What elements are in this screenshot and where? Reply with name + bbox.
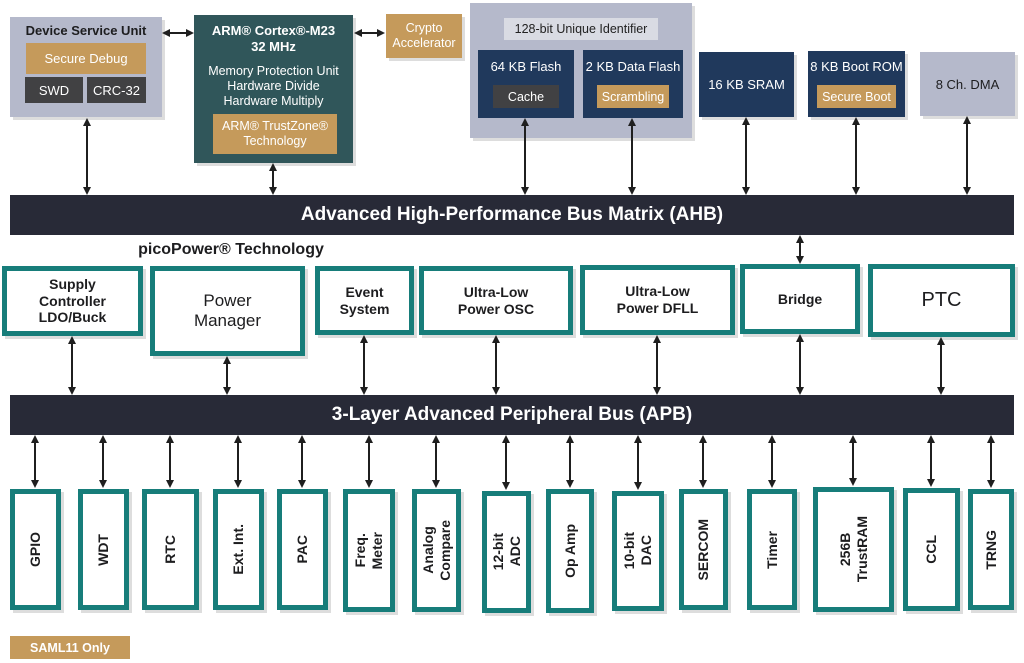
arrow-apb-freq-meter xyxy=(365,435,373,488)
arrow-apb-trng xyxy=(987,435,995,488)
cpu-clock: 32 MHz xyxy=(251,39,296,54)
peripheral-label: PAC xyxy=(294,535,311,564)
peripheral-ccl: CCL xyxy=(903,488,960,611)
arrow-apb-pac xyxy=(298,435,306,488)
arrow-boot-rom-ahb xyxy=(852,117,860,195)
arrow-ptc-apb xyxy=(937,337,945,395)
label-128bit-unique-identifier: 128-bit Unique Identifier xyxy=(504,18,658,40)
block-64kb-flash: 64 KB Flash Cache xyxy=(478,50,574,118)
block-16kb-sram: 16 KB SRAM xyxy=(699,52,794,117)
peripheral-label: TRNG xyxy=(982,529,999,570)
block-8kb-boot-rom: 8 KB Boot ROM Secure Boot xyxy=(808,51,905,117)
peripheral-12bit-adc: 12-bit ADC xyxy=(482,491,531,613)
chip-secure-boot: Secure Boot xyxy=(817,85,896,108)
block-bridge: Bridge xyxy=(740,264,860,334)
peripheral-label: 12-bit ADC xyxy=(489,533,523,571)
arrow-apb-sercom xyxy=(699,435,707,488)
block-8ch-dma: 8 Ch. DMA xyxy=(920,52,1015,116)
peripheral-timer: Timer xyxy=(747,489,797,610)
block-ptc: PTC xyxy=(868,264,1015,337)
chip-crc-32: CRC-32 xyxy=(87,77,146,103)
block-ultra-low-power-osc: Ultra-Low Power OSC xyxy=(419,266,573,335)
block-power-manager: Power Manager xyxy=(150,266,305,356)
peripheral-sercom: SERCOM xyxy=(679,489,728,610)
group-unique-identifier: 128-bit Unique Identifier 64 KB Flash Ca… xyxy=(470,3,692,138)
arrow-apb-analog-compare xyxy=(432,435,440,488)
arrow-supply-apb xyxy=(68,336,76,395)
bus-apb: 3-Layer Advanced Peripheral Bus (APB) xyxy=(10,395,1014,435)
arrow-cpu-ahb xyxy=(269,163,277,195)
arrow-sram-ahb xyxy=(742,117,750,195)
arrow-flash-ahb xyxy=(521,118,529,195)
peripheral-10bit-dac: 10-bit DAC xyxy=(612,491,664,611)
block-ultra-low-power-dfll: Ultra-Low Power DFLL xyxy=(580,265,735,335)
block-supply-controller: Supply Controller LDO/Buck xyxy=(2,266,143,336)
legend-saml11-only: SAML11 Only xyxy=(10,636,130,659)
arrow-apb-op-amp xyxy=(566,435,574,488)
arrow-dsu-ahb xyxy=(83,118,91,195)
block-crypto-accelerator: Crypto Accelerator xyxy=(386,14,462,58)
arrow-ahb-bridge xyxy=(796,235,804,264)
chip-cache: Cache xyxy=(493,85,559,108)
peripheral-label: Freq. Meter xyxy=(352,531,385,570)
chip-swd: SWD xyxy=(25,77,83,103)
peripheral-label: GPIO xyxy=(27,531,44,567)
arrow-power-manager-apb xyxy=(223,356,231,395)
arrow-ulp-dfll-apb xyxy=(653,335,661,395)
peripheral-label: RTC xyxy=(162,535,179,564)
peripheral-ext-int: Ext. Int. xyxy=(213,489,264,610)
chip-secure-debug: Secure Debug xyxy=(26,43,146,74)
block-device-service-unit: Device Service Unit Secure Debug SWD CRC… xyxy=(10,17,162,117)
cpu-features: Memory Protection Unit Hardware Divide H… xyxy=(208,64,339,108)
boot-rom-label: 8 KB Boot ROM xyxy=(810,59,903,74)
peripheral-wdt: WDT xyxy=(78,489,129,610)
data-flash-label: 2 KB Data Flash xyxy=(585,59,681,74)
arrow-data-flash-ahb xyxy=(628,118,636,195)
arrow-apb-timer xyxy=(768,435,776,488)
arrow-apb-ccl xyxy=(927,435,935,487)
arrow-apb-12bit-adc xyxy=(502,435,510,490)
bus-ahb: Advanced High-Performance Bus Matrix (AH… xyxy=(10,195,1014,235)
arrow-ulp-osc-apb xyxy=(492,335,500,395)
peripheral-op-amp: Op Amp xyxy=(546,489,594,613)
peripheral-label: Op Amp xyxy=(561,524,578,578)
arrow-event-system-apb xyxy=(360,335,368,395)
arrow-dma-ahb xyxy=(963,116,971,195)
peripheral-label: CCL xyxy=(923,535,940,564)
peripheral-freq-meter: Freq. Meter xyxy=(343,489,395,612)
arrow-apb-wdt xyxy=(99,435,107,488)
peripheral-label: 256B TrustRAM xyxy=(836,516,870,583)
arrow-apb-ext-int xyxy=(234,435,242,488)
flash-label: 64 KB Flash xyxy=(490,59,562,74)
block-2kb-data-flash: 2 KB Data Flash Scrambling xyxy=(583,50,683,118)
device-service-unit-title: Device Service Unit xyxy=(25,23,147,38)
peripheral-label: 10-bit DAC xyxy=(621,532,654,570)
chip-trustzone: ARM® TrustZone® Technology xyxy=(213,114,337,154)
peripheral-label: Ext. Int. xyxy=(230,524,247,575)
peripheral-label: Analog Compare xyxy=(419,520,453,581)
arrow-apb-trustram xyxy=(849,435,857,486)
peripheral-analog-compare: Analog Compare xyxy=(412,489,461,612)
arrow-bridge-apb xyxy=(796,334,804,395)
arrow-apb-gpio xyxy=(31,435,39,488)
peripheral-label: SERCOM xyxy=(695,518,712,581)
peripheral-rtc: RTC xyxy=(142,489,199,610)
arrow-dsu-cpu xyxy=(162,29,194,37)
peripheral-gpio: GPIO xyxy=(10,489,61,610)
block-arm-cortex-m23: ARM® Cortex®-M23 32 MHz Memory Protectio… xyxy=(194,15,353,163)
peripheral-pac: PAC xyxy=(277,489,328,610)
label-picopower-technology: picoPower® Technology xyxy=(138,241,324,258)
peripheral-label: Timer xyxy=(763,530,780,569)
block-event-system: Event System xyxy=(315,266,414,335)
arrow-apb-10bit-dac xyxy=(634,435,642,490)
arrow-apb-rtc xyxy=(166,435,174,488)
cpu-title: ARM® Cortex®-M23 xyxy=(211,23,336,38)
peripheral-label: WDT xyxy=(95,533,112,566)
peripheral-trng: TRNG xyxy=(968,489,1014,610)
arrow-cpu-crypto xyxy=(354,29,385,37)
chip-scrambling: Scrambling xyxy=(597,85,669,108)
peripheral-256b-trustram: 256B TrustRAM xyxy=(813,487,894,612)
